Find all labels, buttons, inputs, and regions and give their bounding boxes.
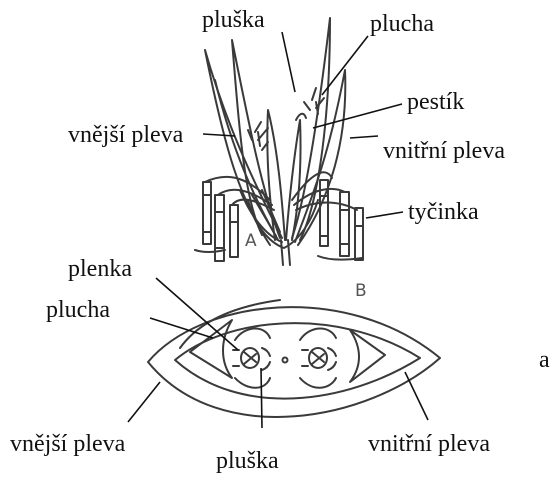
leader-vnejsi-pleva-b — [128, 382, 160, 422]
label-vnejsi-pleva-b: vnější pleva — [10, 432, 125, 456]
spikelet-drawing — [195, 18, 363, 265]
label-pluska-a: pluška — [202, 8, 265, 32]
label-vnitrni-pleva-a: vnitřní pleva — [383, 139, 505, 163]
label-plucha-a: plucha — [370, 12, 434, 36]
part-a-letter: A — [245, 233, 257, 250]
label-plenka: plenka — [68, 257, 132, 281]
leader-vnitrni-pleva-b — [405, 372, 428, 420]
part-b-letter: B — [355, 283, 367, 300]
floral-diagram — [148, 300, 440, 417]
leader-tycinka — [366, 212, 403, 218]
label-pestik: pestík — [407, 90, 464, 114]
label-tycinka: tyčinka — [408, 200, 479, 224]
label-cut-fragment: a — [539, 348, 550, 372]
leader-vnitrni-pleva-a — [350, 136, 378, 138]
label-plucha-b: plucha — [46, 298, 110, 322]
leader-pluska-b — [261, 368, 262, 428]
label-pluska-b: pluška — [216, 449, 279, 473]
label-vnejsi-pleva-a: vnější pleva — [68, 123, 183, 147]
leader-pluska-a — [282, 32, 295, 92]
label-vnitrni-pleva-b: vnitřní pleva — [368, 432, 490, 456]
